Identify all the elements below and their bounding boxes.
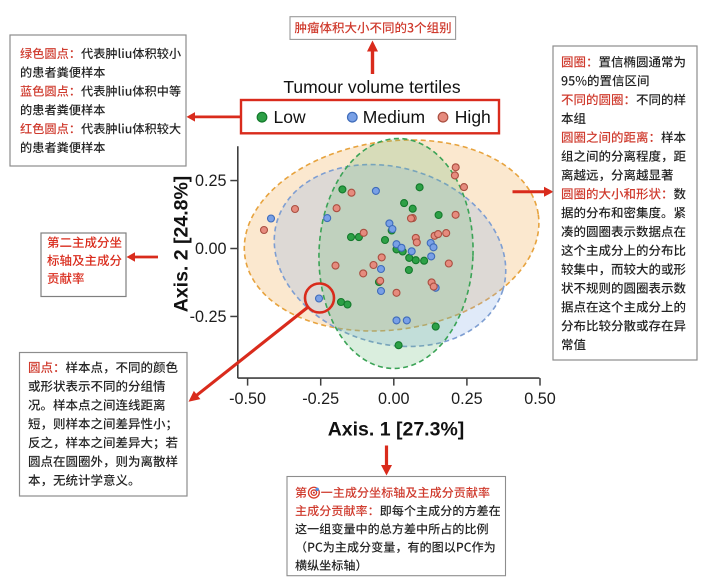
svg-text:Axis. 1 [27.3%]: Axis. 1 [27.3%] <box>328 419 465 441</box>
svg-text:-0.25: -0.25 <box>190 308 227 326</box>
svg-text:0.25: 0.25 <box>195 172 227 190</box>
svg-text:0.00: 0.00 <box>195 240 227 258</box>
svg-text:Tumour volume tertiles: Tumour volume tertiles <box>283 77 461 97</box>
svg-text:Axis. 2 [24.8%]: Axis. 2 [24.8%] <box>170 176 192 313</box>
svg-text:0.50: 0.50 <box>524 390 556 408</box>
svg-text:Medium: Medium <box>363 107 425 127</box>
svg-text:0.00: 0.00 <box>378 390 410 408</box>
svg-text:-0.25: -0.25 <box>302 390 339 408</box>
svg-text:Low: Low <box>274 107 306 127</box>
svg-text:0.25: 0.25 <box>451 390 483 408</box>
svg-text:High: High <box>455 107 491 127</box>
svg-text:-0.50: -0.50 <box>229 390 266 408</box>
